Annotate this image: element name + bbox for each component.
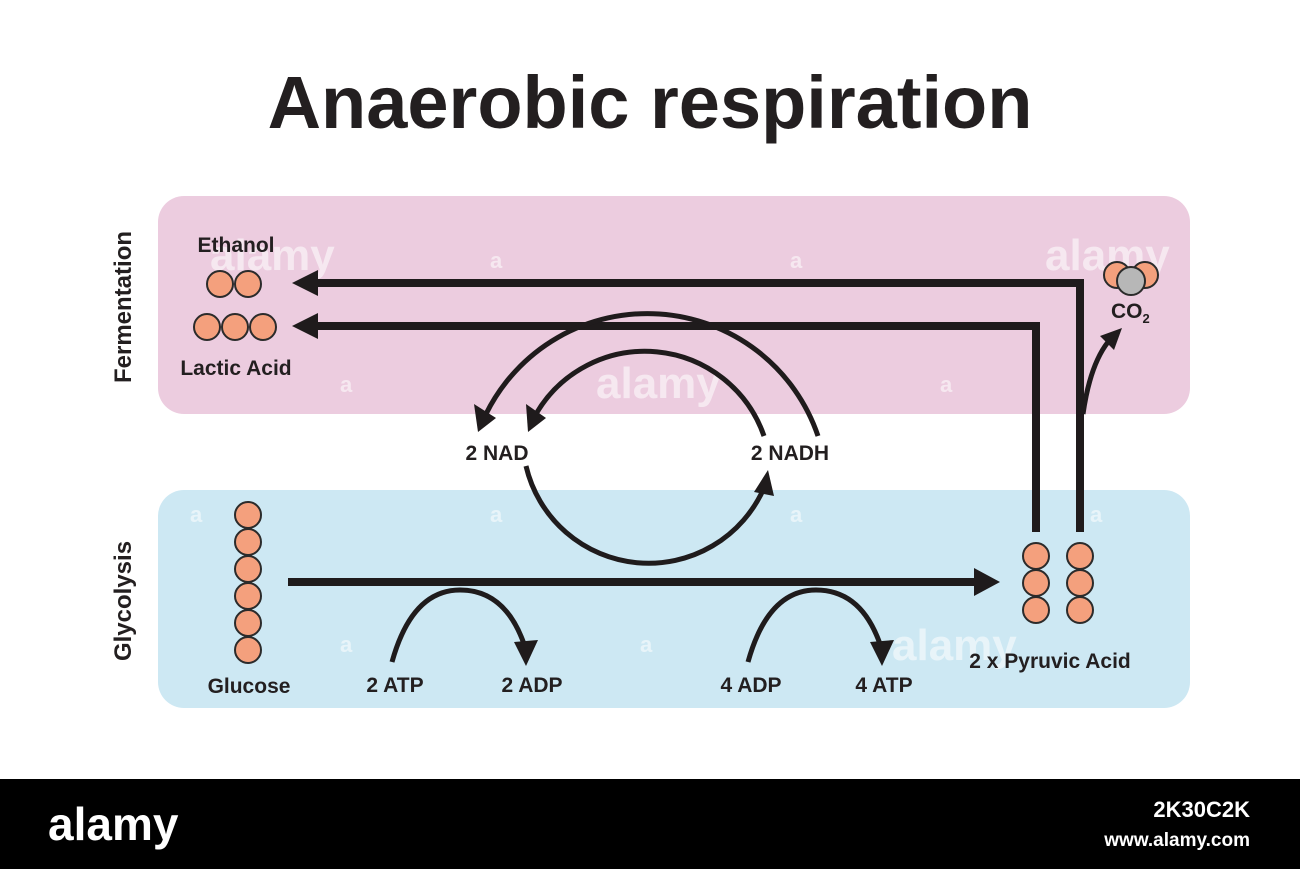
- nadh-to-nad-inner-arc: [533, 348, 767, 437]
- glycolysis-arrow-head: [974, 568, 1000, 596]
- nadh-to-nad-outer-arc: [483, 311, 821, 437]
- fermentation-band: [158, 196, 1190, 414]
- co2-arrow-head: [1100, 328, 1122, 350]
- nad-label: 2 NAD: [465, 442, 528, 465]
- svg-text:a: a: [1090, 502, 1103, 527]
- lactic-arrow-head: [292, 313, 318, 339]
- pyruvate-to-lactic-arrow: [314, 322, 1040, 532]
- svg-text:a: a: [790, 248, 803, 273]
- svg-text:a: a: [640, 632, 653, 657]
- svg-text:a: a: [490, 248, 503, 273]
- watermark: alamy alamy alamy alamy a a a a a a a a …: [190, 231, 1170, 670]
- pyruvic-acid-molecules: [1022, 542, 1094, 624]
- svg-text:a: a: [940, 372, 953, 397]
- co2-label: CO2: [1111, 300, 1150, 326]
- nadh-arrow-head: [754, 470, 774, 496]
- pathway-arrows: [288, 270, 1122, 666]
- nad-inner-arrow-head: [526, 404, 546, 432]
- glycolysis-band: [158, 490, 1190, 708]
- lactic-acid-molecule: [193, 313, 277, 341]
- ethanol-molecule: [206, 270, 262, 298]
- svg-text:a: a: [790, 502, 803, 527]
- ethanol-label: Ethanol: [198, 234, 275, 257]
- footer-bar: [0, 779, 1300, 869]
- ethanol-arrow-head: [292, 270, 318, 296]
- pyruvic-acid-label: 2 x Pyruvic Acid: [969, 650, 1130, 673]
- footer-url: www.alamy.com: [1103, 830, 1250, 851]
- page-title: Anaerobic respiration: [268, 61, 1033, 144]
- footer-image-id: 2K30C2K: [1153, 797, 1250, 822]
- glycolysis-label: Glycolysis: [110, 541, 137, 661]
- atp-out-label: 4 ATP: [855, 674, 912, 697]
- nad-to-nadh-arc: [523, 465, 767, 566]
- svg-text:a: a: [490, 502, 503, 527]
- fermentation-label: Fermentation: [110, 231, 137, 383]
- atp-in-label: 2 ATP: [366, 674, 423, 697]
- glucose-molecule: [234, 501, 262, 664]
- svg-text:alamy: alamy: [596, 359, 721, 408]
- glucose-label: Glucose: [208, 675, 291, 698]
- svg-text:alamy: alamy: [892, 621, 1017, 670]
- nad-outer-arrow-head: [474, 404, 496, 432]
- nadh-label: 2 NADH: [751, 442, 829, 465]
- svg-text:a: a: [340, 632, 353, 657]
- lactic-acid-label: Lactic Acid: [180, 357, 291, 380]
- adp-in-label: 4 ADP: [720, 674, 781, 697]
- svg-text:a: a: [190, 502, 203, 527]
- co2-molecule: [1103, 261, 1159, 296]
- adp-to-atp-arc: [745, 587, 883, 663]
- svg-text:a: a: [340, 372, 353, 397]
- atp-arrow-head: [870, 640, 894, 666]
- pyruvate-to-ethanol-arrow: [314, 279, 1084, 532]
- atp-to-adp-arc: [389, 587, 527, 663]
- co2-release-arrow: [1080, 340, 1111, 415]
- footer-brand-logo: alamy: [48, 798, 179, 850]
- adp-out-label: 2 ADP: [501, 674, 562, 697]
- adp-arrow-head: [514, 640, 538, 666]
